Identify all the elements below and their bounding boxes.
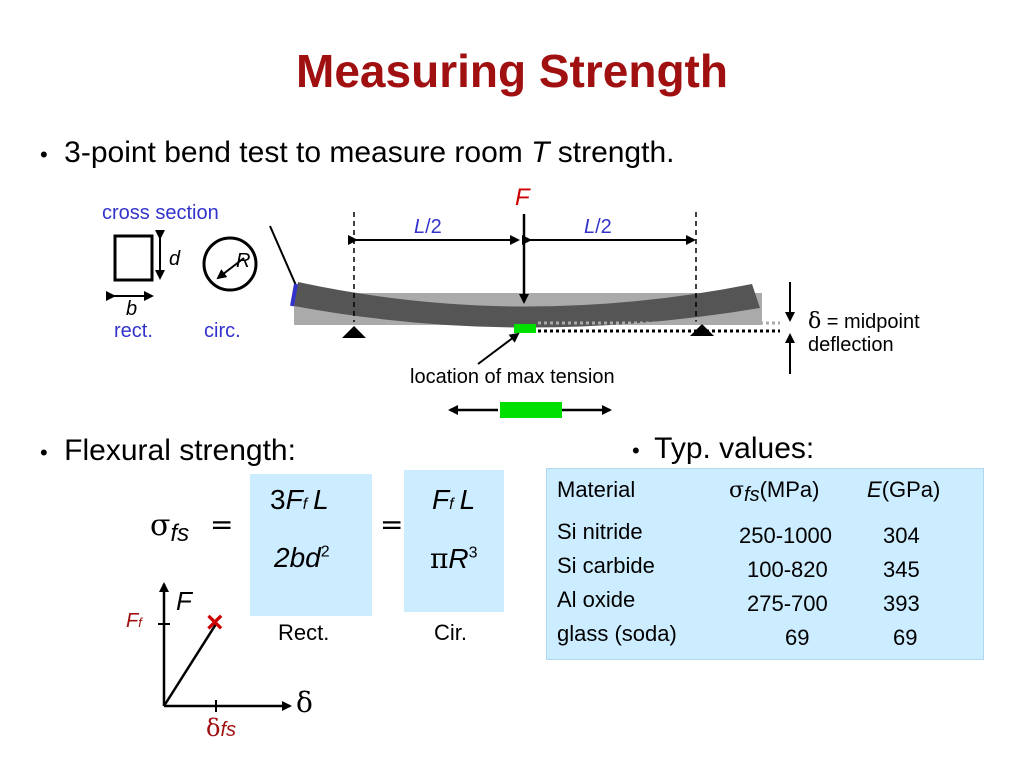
half-span-right-L: L	[584, 216, 596, 238]
row-modulus: 304	[883, 523, 920, 548]
bullet-1: • 3-point bend test to measure room T st…	[40, 136, 674, 170]
header-E: E	[867, 477, 882, 502]
graph-y-mark-f: f	[138, 615, 142, 630]
rect-label: rect.	[114, 320, 153, 342]
cross-section-label: cross section	[102, 202, 219, 224]
rect-num-coef: 3	[270, 484, 286, 515]
row-strength: 69	[785, 625, 810, 650]
circ-den-exp: 3	[468, 544, 478, 562]
beam-bent	[294, 282, 760, 328]
deflection-label: δ = midpoint deflection	[808, 310, 920, 357]
bullet-marker: •	[632, 438, 640, 463]
row-material: glass (soda)	[557, 621, 677, 646]
graph-curve	[162, 623, 218, 707]
rect-den-exp: 2	[320, 543, 330, 561]
typical-values-table: Material σfs(MPa) E(GPa) Si nitride 250-…	[546, 468, 984, 660]
rect-cross-section	[113, 234, 154, 282]
dim-R-arrow	[216, 257, 245, 280]
bullet-marker: •	[40, 142, 48, 167]
sigma-subscript: fs	[170, 520, 190, 547]
rect-num-L: L	[313, 484, 329, 515]
bullet-3: • Typ. values:	[632, 432, 814, 466]
bullet-1-text-italic: T	[531, 136, 550, 169]
deflection-line2: deflection	[808, 334, 894, 356]
slide-title: Measuring Strength	[296, 45, 728, 97]
support-left	[342, 326, 366, 338]
equals-2: =	[380, 508, 404, 541]
row-material: Al oxide	[557, 587, 636, 612]
bullet-2-text: Flexural strength:	[64, 434, 296, 467]
circ-num-f: f	[449, 496, 454, 513]
rect-formula-box	[250, 474, 372, 616]
delta-symbol: δ	[808, 309, 822, 334]
half-span-left-L: L	[414, 216, 426, 238]
rect-den-text: 2bd	[274, 542, 321, 573]
equals-1: =	[210, 508, 234, 541]
tension-location	[514, 324, 536, 333]
graph-y-label: F	[176, 586, 192, 616]
row-strength: 275-700	[747, 591, 828, 616]
circ-num-F: F	[432, 484, 450, 515]
header-E-unit: (GPa)	[881, 477, 941, 502]
circ-den-pi: π	[430, 542, 449, 575]
header-sigma-sub: fs	[744, 484, 760, 506]
header-material: Material	[557, 477, 636, 502]
rect-denominator: 2bd2	[274, 542, 330, 574]
deflection-line1: = midpoint	[821, 311, 920, 333]
beam-end-blue	[290, 283, 298, 307]
half-span-right-label: L/2	[584, 216, 612, 239]
circ-denominator: πR3	[430, 542, 478, 575]
header-modulus: E(GPa)	[867, 477, 940, 503]
half-span-left-rest: /2	[425, 216, 442, 238]
graph-x-label: δ	[296, 686, 313, 719]
max-tension-pointer	[477, 332, 520, 365]
header-sigma: σ	[729, 478, 745, 503]
circ-num-L: L	[459, 484, 476, 515]
row-strength: 250-1000	[739, 523, 832, 548]
row-material: Si nitride	[557, 519, 643, 544]
bullet-1-text-b: strength.	[549, 136, 675, 169]
row-modulus: 345	[883, 557, 920, 582]
dim-d-label: d	[169, 248, 181, 270]
graph-x-mark: δfs	[206, 714, 236, 742]
graph-x-mark-delta: δ	[206, 714, 221, 742]
cross-section-pointer	[269, 225, 299, 291]
rect-formula-label: Rect.	[278, 620, 330, 645]
row-modulus: 69	[893, 625, 918, 650]
max-tension-label: location of max tension	[410, 366, 615, 388]
row-modulus: 393	[883, 591, 920, 616]
bullet-1-text-a: 3-point bend test to measure room	[64, 136, 532, 169]
bullet-3-text: Typ. values:	[654, 432, 815, 465]
rect-num-F: F	[285, 484, 303, 515]
header-strength: σfs(MPa)	[729, 477, 820, 506]
sigma-symbol: σ	[150, 508, 171, 543]
graph-y-mark: Ff	[126, 610, 142, 633]
bullet-2: • Flexural strength:	[40, 434, 296, 468]
half-span-left-label: L/2	[414, 216, 442, 239]
circ-formula-box	[404, 470, 504, 612]
header-sigma-unit: (MPa)	[759, 477, 820, 502]
fracture-mark: ×	[206, 606, 224, 639]
half-span-right-rest: /2	[595, 216, 612, 238]
dim-R-label: R	[236, 250, 251, 272]
row-strength: 100-820	[747, 557, 828, 582]
sigma-fs: σfs	[150, 508, 189, 547]
circ-label: circ.	[204, 320, 241, 342]
bullet-marker: •	[40, 440, 48, 465]
tension-bar	[500, 402, 562, 418]
force-label: F	[515, 184, 530, 211]
dim-b-label: b	[126, 298, 138, 320]
circ-formula-label: Cir.	[434, 620, 467, 645]
circ-den-R: R	[448, 543, 469, 574]
row-material: Si carbide	[557, 553, 655, 578]
graph-x-mark-sub: fs	[220, 719, 237, 741]
graph-y-mark-F: F	[126, 610, 139, 632]
rect-num-f: f	[302, 496, 308, 513]
